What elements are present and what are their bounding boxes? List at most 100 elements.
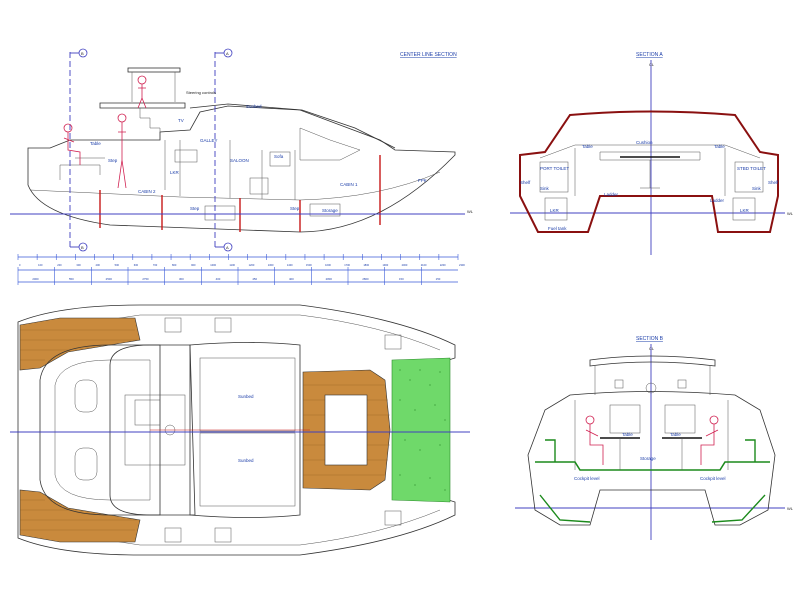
label-saloon: SALOON bbox=[230, 158, 249, 163]
teak-deck-port bbox=[19, 317, 141, 371]
figure-cockpit-seated bbox=[63, 123, 81, 165]
scale-tick-label: 2100 bbox=[421, 263, 427, 267]
section-b-hull bbox=[527, 391, 776, 526]
plan-sunbed-top-label: Sunbed bbox=[238, 394, 254, 399]
label-fpk: FPK bbox=[418, 178, 427, 183]
cockpit bbox=[39, 344, 161, 516]
scale-dim-label: 2000 bbox=[32, 277, 39, 281]
section-a-port-toilet: PORT TOILET bbox=[540, 166, 569, 171]
scale-dim-label: 2800 bbox=[326, 277, 333, 281]
label-lkr: LKR bbox=[170, 170, 180, 175]
section-a-lkr-left: LKR bbox=[550, 208, 560, 213]
profile-title: CENTER LINE SECTION bbox=[400, 52, 457, 58]
profile-wl-label: WL bbox=[467, 209, 474, 214]
section-a-ladder-right: Ladder bbox=[710, 198, 725, 203]
section-a-sink-left: Sink bbox=[540, 186, 550, 191]
scale-tick-label: 800 bbox=[172, 263, 177, 267]
forward-hatch bbox=[324, 394, 368, 466]
scale-tick-label: 1000 bbox=[210, 263, 216, 267]
label-step-2: Step bbox=[190, 206, 200, 211]
scale-tick-label: 600 bbox=[134, 263, 139, 267]
section-b-hardtop bbox=[589, 355, 716, 367]
teak-deck-stbd bbox=[19, 489, 141, 543]
frame-a-marker bbox=[223, 48, 233, 58]
scale-tick-label: 1100 bbox=[229, 263, 235, 267]
scale-dim-label: 450 bbox=[252, 277, 257, 281]
scale-dim-label: 2500 bbox=[106, 277, 113, 281]
section-a-shelf-left: Shelf bbox=[520, 180, 531, 185]
scale-tick-label: 2000 bbox=[402, 263, 408, 267]
scale-tick-label: 300 bbox=[76, 263, 81, 267]
label-step: Step bbox=[108, 158, 118, 163]
frame-b-label-low: B bbox=[81, 245, 84, 250]
label-sofa: Sofa bbox=[274, 154, 284, 159]
section-a-view: SECTION A CL WL Table Table Cushion PORT… bbox=[510, 52, 794, 255]
label-sunbed: Sunbed bbox=[246, 104, 262, 109]
frame-b-label: B bbox=[81, 51, 84, 56]
figure-standing bbox=[117, 113, 127, 189]
scale-tick-label: 500 bbox=[115, 263, 120, 267]
scale-dim-label: 300 bbox=[179, 277, 184, 281]
scale-dim-label: 2800 bbox=[362, 277, 369, 281]
section-a-lkr-right: LKR bbox=[740, 208, 750, 213]
label-tv: TV bbox=[178, 118, 184, 123]
section-a-table-right: Table bbox=[714, 144, 725, 149]
scale-tick-label: 0 bbox=[19, 263, 21, 267]
scale-tick-label: 1200 bbox=[249, 263, 255, 267]
frame-b-marker bbox=[78, 48, 88, 58]
section-a-fuel: Fuel tank bbox=[548, 226, 567, 231]
section-a-cl: CL bbox=[649, 62, 655, 67]
plan-view: Sunbed Sunbed bbox=[10, 304, 470, 556]
section-b-cockpit-left: Cockpit level bbox=[574, 476, 600, 481]
scale-tick-label: 2200 bbox=[440, 263, 446, 267]
scale-dim-label: 150 bbox=[436, 277, 441, 281]
scale-tick-label: 100 bbox=[38, 263, 43, 267]
figure-helm bbox=[137, 75, 147, 109]
scale-dim-label: 550 bbox=[69, 277, 74, 281]
plan-sunbed-bottom-label: Sunbed bbox=[238, 458, 254, 463]
section-a-hull bbox=[519, 110, 779, 233]
section-a-cushion: Cushion bbox=[636, 140, 653, 145]
section-a-wl: WL bbox=[787, 211, 794, 216]
cockpit-floor bbox=[535, 461, 770, 471]
profile-view: CENTER LINE SECTION bbox=[10, 48, 474, 285]
section-b-wl: WL bbox=[787, 506, 794, 511]
scale-tick-label: 700 bbox=[153, 263, 158, 267]
scale-tick-label: 400 bbox=[96, 263, 101, 267]
scale-tick-label: 200 bbox=[57, 263, 62, 267]
label-galley: GALLEY bbox=[200, 138, 218, 143]
trampoline-net bbox=[391, 357, 451, 503]
scale-tick-label: 1700 bbox=[344, 263, 350, 267]
sunbed-top bbox=[199, 357, 296, 432]
frame-b-marker-low bbox=[78, 242, 88, 252]
sunbed-bottom bbox=[199, 432, 296, 507]
section-b-table-right: Table bbox=[670, 432, 681, 437]
frame-a-marker-low bbox=[223, 242, 233, 252]
label-step-3: Step bbox=[290, 206, 300, 211]
label-cabin2: CABIN 2 bbox=[138, 189, 156, 194]
label-steering: Steering controls bbox=[186, 90, 216, 95]
frame-a-label: A bbox=[226, 51, 229, 56]
section-a-shelf-right: Shelf bbox=[768, 180, 779, 185]
section-b-cl: CL bbox=[649, 346, 655, 351]
scale-dim-label: 400 bbox=[289, 277, 294, 281]
frame-a-label-low: A bbox=[226, 245, 229, 250]
scale-tick-label: 1800 bbox=[363, 263, 369, 267]
section-a-ladder-left: Ladder bbox=[604, 192, 619, 197]
scale-tick-label: 1300 bbox=[268, 263, 274, 267]
section-a-title: SECTION A bbox=[636, 52, 663, 58]
teak-planks bbox=[20, 329, 138, 531]
section-b-figure-left bbox=[585, 415, 604, 465]
scale-tick-label: 1900 bbox=[382, 263, 388, 267]
section-b-figure-right bbox=[700, 415, 719, 465]
section-b-title: SECTION B bbox=[636, 336, 664, 342]
scale-dim-label: 2750 bbox=[142, 277, 149, 281]
scale-dim-label: 400 bbox=[216, 277, 221, 281]
scale-tick-label: 2300 bbox=[459, 263, 465, 267]
scale-tick-label: 1500 bbox=[306, 263, 312, 267]
section-a-sink-right: Sink bbox=[752, 186, 762, 191]
section-a-table-left: Table bbox=[582, 144, 593, 149]
